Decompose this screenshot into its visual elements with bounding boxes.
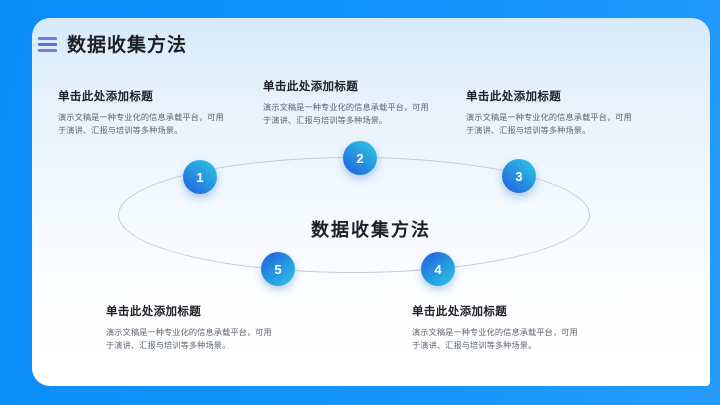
block-body-4-line2: 于演讲、汇报与培训等多种场景。	[412, 341, 537, 351]
block-body-5-line2: 于演讲、汇报与培训等多种场景。	[106, 341, 231, 351]
block-title-2: 单击此处添加标题	[263, 81, 359, 93]
block-body-1-line2: 于演讲、汇报与培训等多种场景。	[58, 126, 183, 136]
menu-bar-2	[38, 43, 57, 46]
node-number-1: 1	[196, 169, 204, 185]
block-title-4: 单击此处添加标题	[412, 306, 508, 318]
block-body-4-line1: 演示文稿是一种专业化的信息承载平台，可用	[412, 328, 578, 337]
slide-panel: 数据收集方法 数据收集方法 1 2 3 4 5 单击此处添加标题 演示文稿是一种…	[32, 18, 710, 386]
diagram-node-3[interactable]: 3	[502, 159, 536, 193]
block-body-1: 演示文稿是一种专业化的信息承载平台，可用 于演讲、汇报与培训等多种场景。	[58, 111, 238, 138]
block-body-2-line2: 于演讲、汇报与培训等多种场景。	[263, 116, 388, 126]
block-body-5-line1: 演示文稿是一种专业化的信息承载平台，可用	[106, 328, 272, 337]
block-body-3-line2: 于演讲、汇报与培训等多种场景。	[466, 126, 591, 136]
menu-bar-3	[38, 49, 57, 52]
text-block-4[interactable]: 单击此处添加标题 演示文稿是一种专业化的信息承载平台，可用 于演讲、汇报与培训等…	[412, 303, 592, 353]
slide-header: 数据收集方法	[38, 30, 187, 57]
diagram-node-5[interactable]: 5	[261, 252, 295, 286]
block-body-5: 演示文稿是一种专业化的信息承载平台，可用 于演讲、汇报与培训等多种场景。	[106, 326, 286, 353]
text-block-5[interactable]: 单击此处添加标题 演示文稿是一种专业化的信息承载平台，可用 于演讲、汇报与培训等…	[106, 303, 286, 353]
node-number-5: 5	[274, 261, 282, 277]
block-body-1-line1: 演示文稿是一种专业化的信息承载平台，可用	[58, 113, 224, 122]
diagram-node-4[interactable]: 4	[421, 252, 455, 286]
block-title-1: 单击此处添加标题	[58, 91, 154, 103]
block-title-3: 单击此处添加标题	[466, 91, 562, 103]
diagram-center-label: 数据收集方法	[311, 220, 431, 240]
block-body-4: 演示文稿是一种专业化的信息承载平台，可用 于演讲、汇报与培训等多种场景。	[412, 326, 592, 353]
hamburger-menu-icon[interactable]	[38, 37, 57, 52]
text-block-3[interactable]: 单击此处添加标题 演示文稿是一种专业化的信息承载平台，可用 于演讲、汇报与培训等…	[466, 88, 646, 138]
node-number-4: 4	[434, 261, 442, 277]
menu-bar-1	[38, 37, 57, 40]
block-body-2-line1: 演示文稿是一种专业化的信息承载平台，可用	[263, 103, 429, 112]
node-number-3: 3	[515, 168, 523, 184]
text-block-2[interactable]: 单击此处添加标题 演示文稿是一种专业化的信息承载平台，可用 于演讲、汇报与培训等…	[263, 78, 443, 128]
text-block-1[interactable]: 单击此处添加标题 演示文稿是一种专业化的信息承载平台，可用 于演讲、汇报与培训等…	[58, 88, 238, 138]
diagram-node-1[interactable]: 1	[183, 160, 217, 194]
block-body-3: 演示文稿是一种专业化的信息承载平台，可用 于演讲、汇报与培训等多种场景。	[466, 111, 646, 138]
block-body-2: 演示文稿是一种专业化的信息承载平台，可用 于演讲、汇报与培训等多种场景。	[263, 101, 443, 128]
page-title: 数据收集方法	[67, 35, 188, 56]
node-number-2: 2	[356, 150, 364, 166]
block-body-3-line1: 演示文稿是一种专业化的信息承载平台，可用	[466, 113, 632, 122]
block-title-5: 单击此处添加标题	[106, 306, 202, 318]
diagram-node-2[interactable]: 2	[343, 141, 377, 175]
